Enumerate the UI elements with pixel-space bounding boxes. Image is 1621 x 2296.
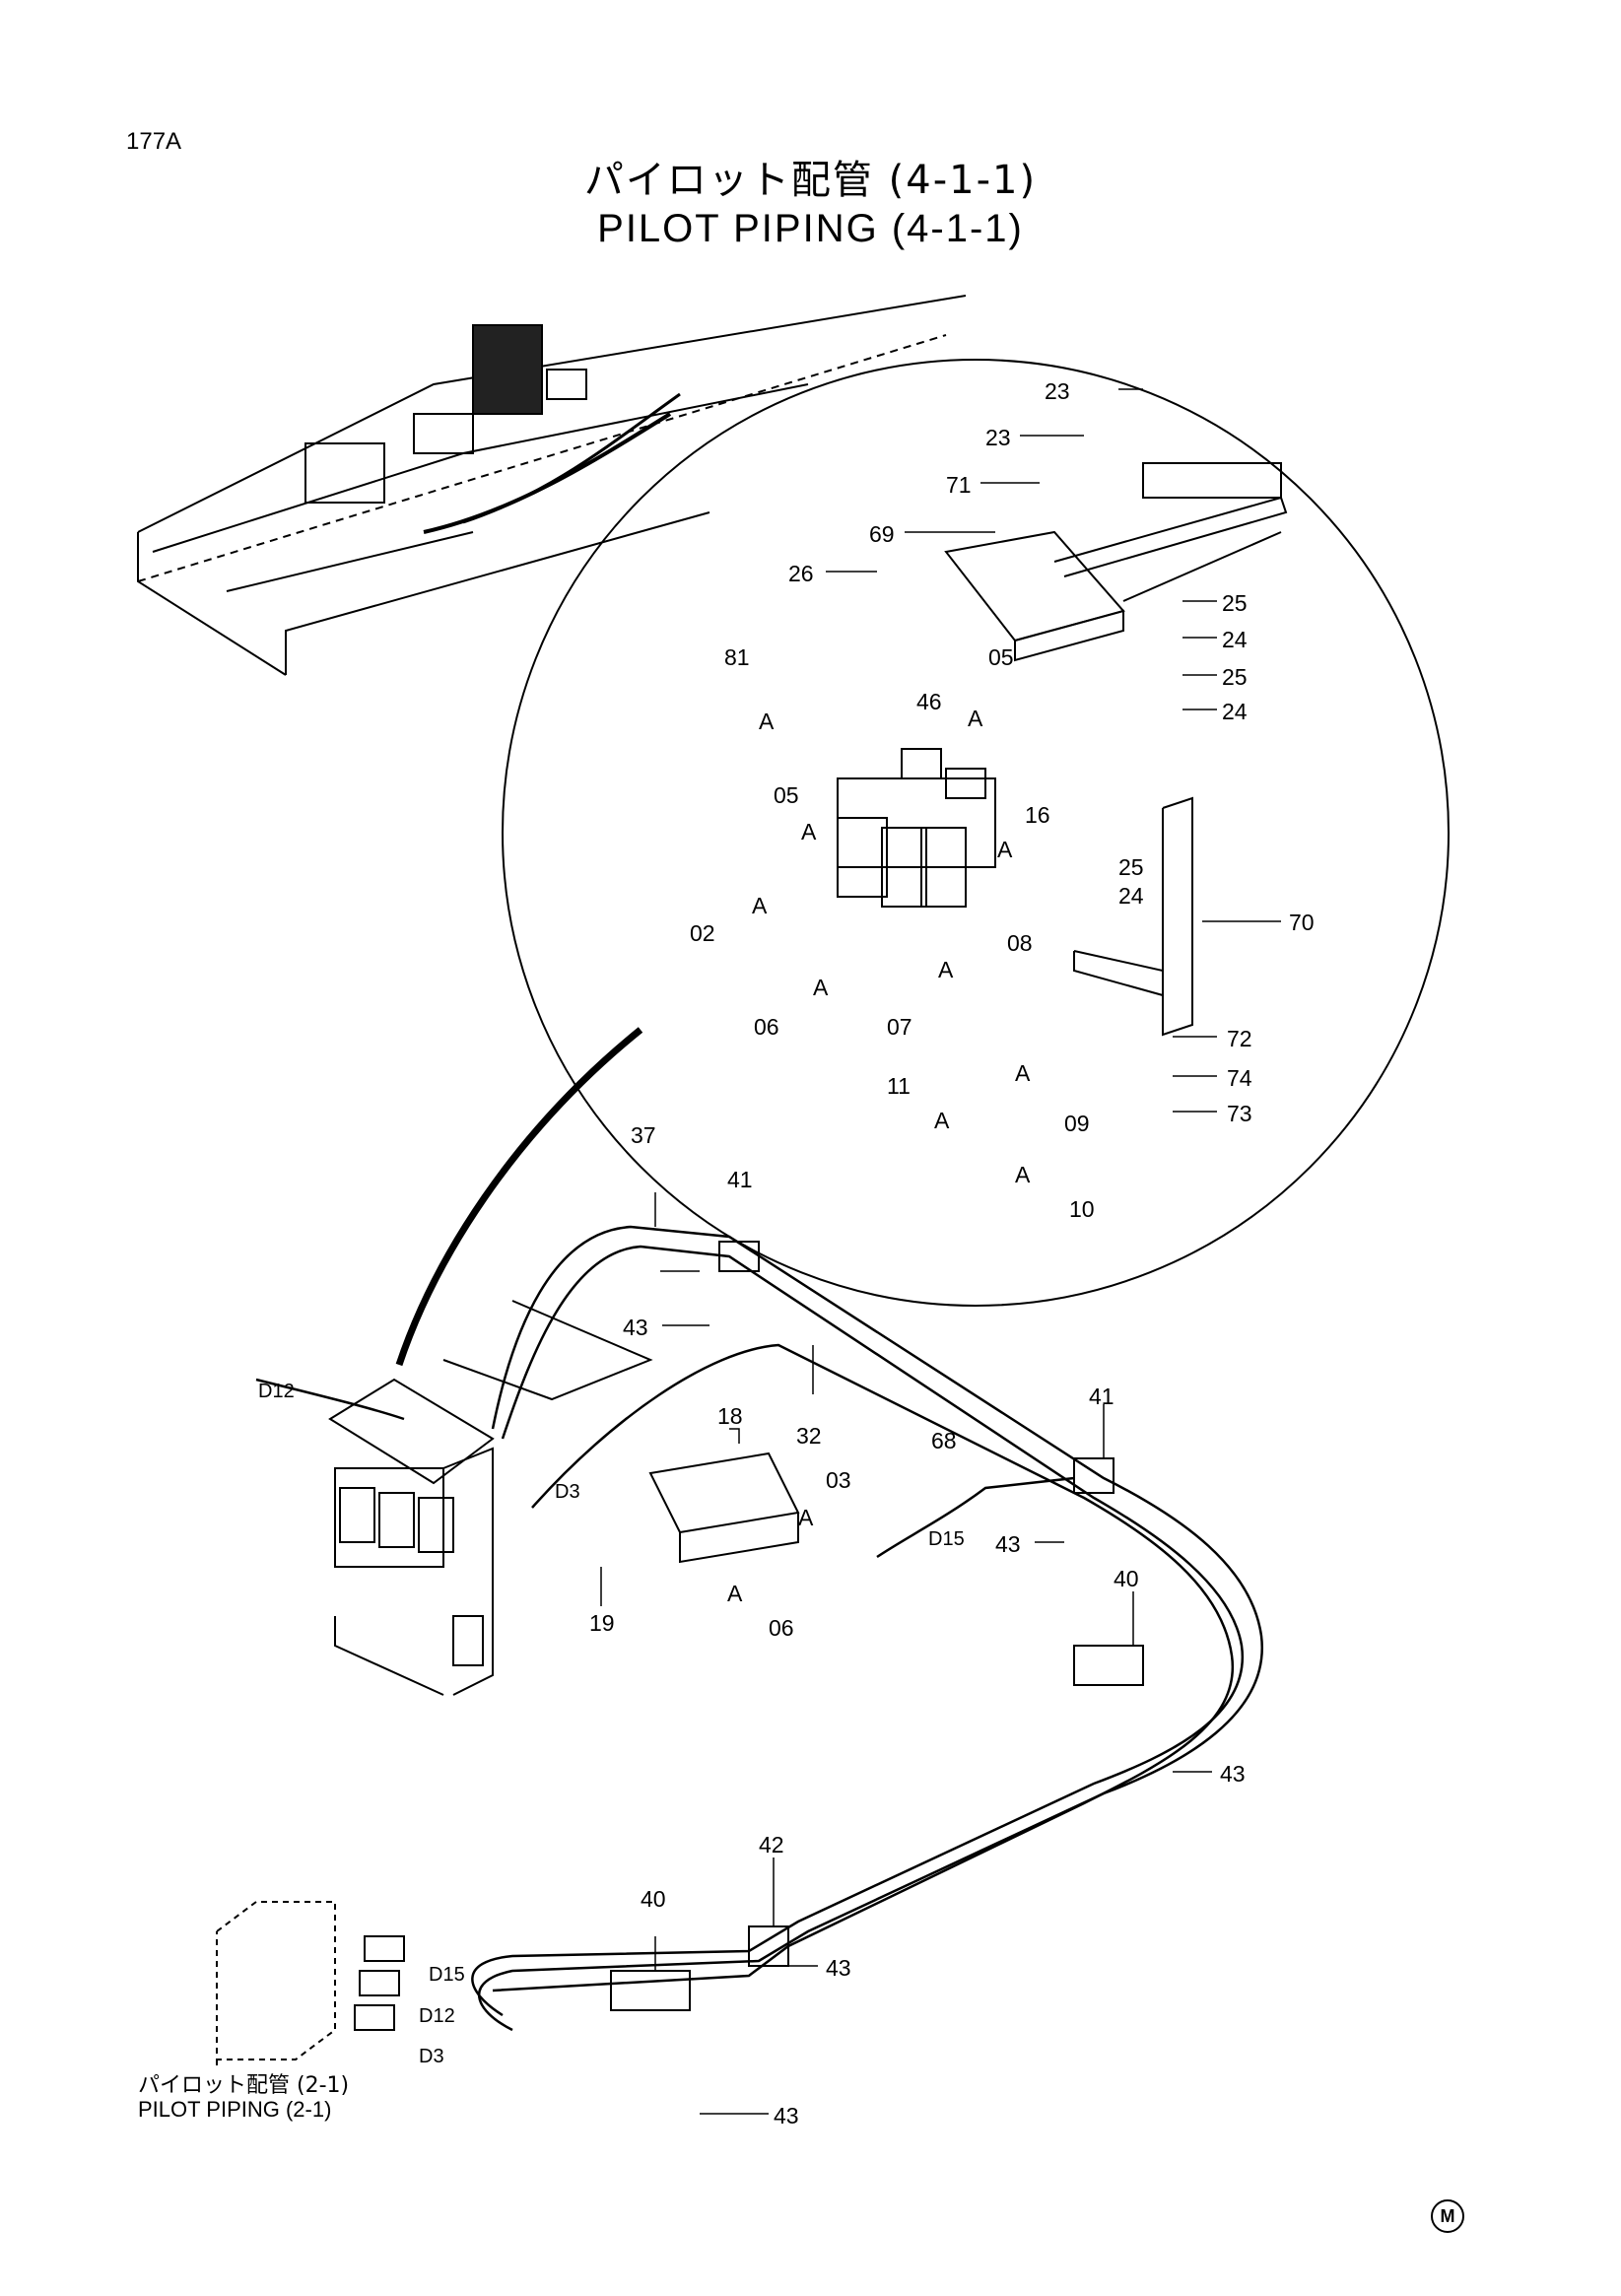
port-label-a: A [759, 709, 775, 734]
callout-10: 10 [1069, 1196, 1095, 1222]
callout-24: 24 [1222, 699, 1248, 724]
port-label-a: A [934, 1108, 950, 1133]
callout-25: 25 [1222, 590, 1248, 616]
hose-label-d12: D12 [419, 2005, 455, 2027]
m-mark: M [1431, 2199, 1464, 2233]
port-label-a: A [968, 706, 983, 731]
port-label-a: A [801, 819, 817, 844]
callout-18: 18 [717, 1403, 743, 1429]
hose-label-d3: D3 [419, 2046, 444, 2067]
port-label-a: A [752, 893, 768, 918]
callout-19: 19 [589, 1610, 615, 1636]
callout-06: 06 [769, 1615, 794, 1641]
page-number: 177A [126, 128, 182, 155]
callout-25: 25 [1222, 664, 1248, 690]
port-label-a: A [1015, 1060, 1031, 1086]
callout-43: 43 [774, 2103, 799, 2128]
callout-labels: 23 23 71 69 26 25 24 25 24 81 46 05 05 1… [589, 378, 1315, 2128]
callout-11: 11 [887, 1073, 911, 1099]
callout-74: 74 [1227, 1065, 1252, 1091]
callout-46: 46 [916, 689, 942, 714]
reference-block [216, 1901, 405, 2069]
title-english: PILOT PIPING (4-1-1) [597, 207, 1024, 250]
port-label-a: A [997, 837, 1013, 862]
manifold-block [648, 1452, 800, 1564]
bracket-70 [1073, 796, 1193, 1037]
hose-label-d12: D12 [258, 1381, 295, 1402]
callout-40: 40 [641, 1886, 666, 1912]
callout-72: 72 [1227, 1026, 1252, 1051]
callout-73: 73 [1227, 1101, 1252, 1126]
reference-label-english: PILOT PIPING (2-1) [138, 2097, 332, 2122]
port-label-a: A [798, 1505, 814, 1530]
callout-09: 09 [1064, 1111, 1090, 1136]
callout-23: 23 [1045, 378, 1070, 404]
port-labels: A A A A A A A A A A A A [727, 706, 1031, 1606]
callout-23: 23 [985, 425, 1011, 450]
machine-frame-illustration [137, 295, 967, 676]
detail-circle [502, 359, 1450, 1307]
callout-68: 68 [931, 1428, 957, 1453]
callout-05: 05 [774, 782, 799, 808]
callout-32: 32 [796, 1423, 822, 1449]
callout-05: 05 [988, 644, 1014, 670]
callout-41: 41 [727, 1167, 753, 1192]
hose-label-d15: D15 [928, 1528, 965, 1550]
hose-label-d3: D3 [555, 1481, 580, 1503]
callout-03: 03 [826, 1467, 851, 1493]
reference-label-japanese: パイロット配管 (2-1) [138, 2073, 350, 2098]
port-label-a: A [938, 957, 954, 982]
pilot-hoses [255, 1225, 1263, 2032]
callout-08: 08 [1007, 930, 1033, 956]
callout-81: 81 [724, 644, 750, 670]
main-valve-assembly [328, 1300, 653, 1696]
valve-block-detail [837, 748, 996, 908]
callout-42: 42 [759, 1832, 784, 1857]
port-label-a: A [727, 1581, 743, 1606]
detail-pointer [395, 1027, 643, 1367]
callout-71: 71 [946, 472, 972, 498]
callout-37: 37 [631, 1122, 656, 1148]
callout-06: 06 [754, 1014, 779, 1040]
callout-43: 43 [826, 1955, 851, 1981]
callout-16: 16 [1025, 802, 1050, 828]
callout-40: 40 [1114, 1566, 1139, 1591]
hose-labels: D12 D3 D15 D15 D12 D3 [258, 1381, 965, 2067]
hose-label-d15: D15 [429, 1964, 465, 1986]
callout-25: 25 [1118, 854, 1144, 880]
callout-43: 43 [1220, 1761, 1246, 1787]
callout-07: 07 [887, 1014, 912, 1040]
callout-43: 43 [623, 1315, 648, 1340]
port-label-a: A [1015, 1162, 1031, 1187]
port-label-a: A [813, 975, 829, 1000]
callout-26: 26 [788, 561, 814, 586]
callout-43: 43 [995, 1531, 1021, 1557]
title-japanese: パイロット配管 (4-1-1) [583, 158, 1038, 203]
hose-clamps [610, 1241, 1144, 2011]
callout-41: 41 [1089, 1384, 1114, 1409]
callout-02: 02 [690, 920, 715, 946]
callout-24: 24 [1222, 627, 1248, 652]
leader-lines [600, 388, 1281, 2115]
bracket-plate [944, 462, 1288, 662]
callout-24: 24 [1118, 883, 1144, 909]
callout-69: 69 [869, 521, 895, 547]
callout-70: 70 [1289, 910, 1315, 935]
